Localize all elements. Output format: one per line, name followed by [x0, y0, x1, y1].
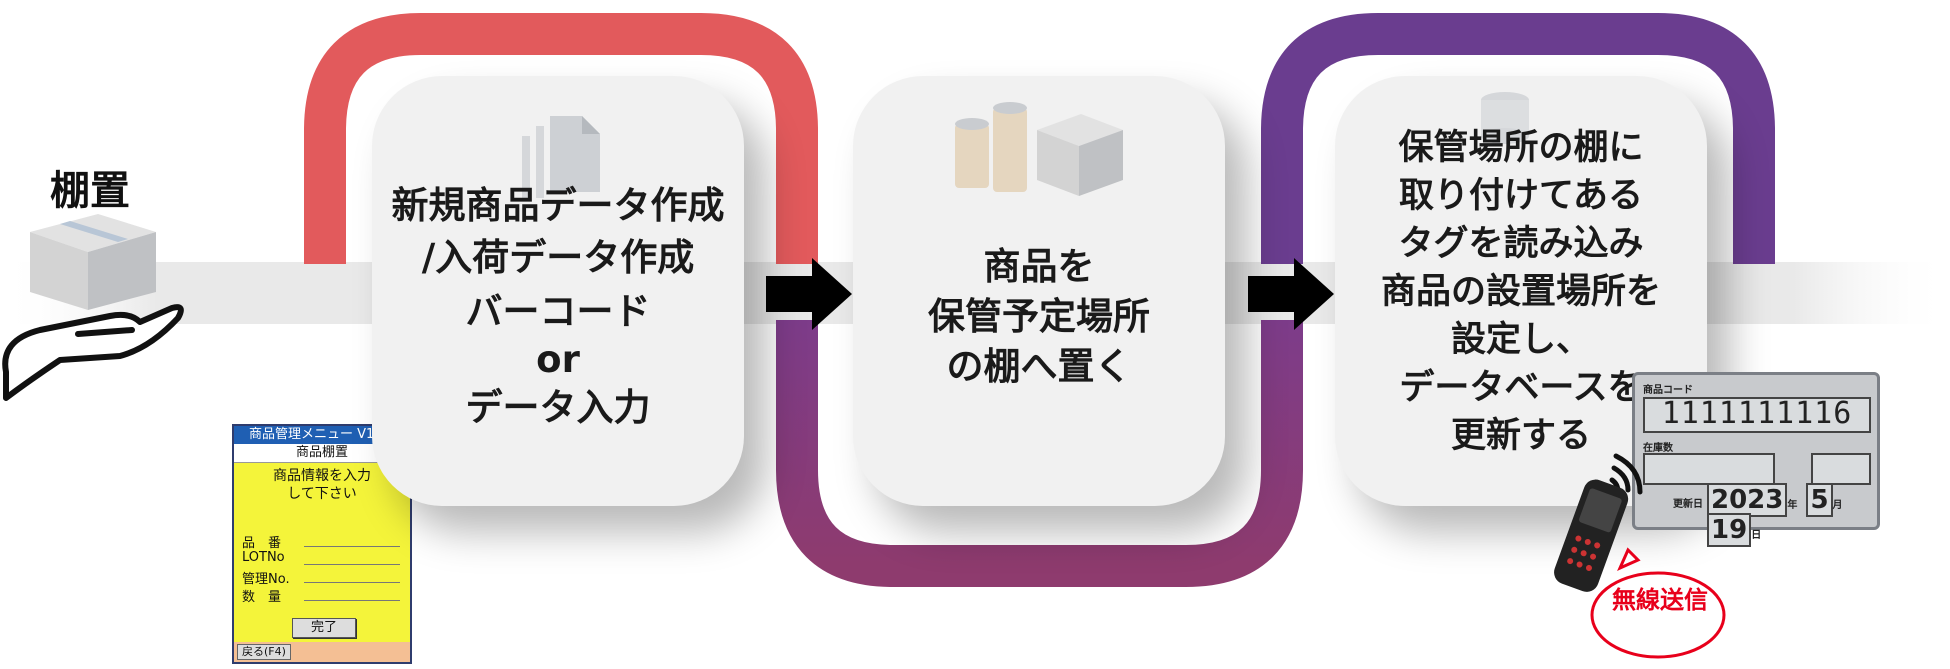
- step3-line: 取り付けてある: [1399, 176, 1643, 216]
- handheld-message-line: 商品情報を入力: [273, 468, 371, 484]
- tag-year: 2023: [1707, 483, 1788, 517]
- packages-icon: [955, 102, 1123, 196]
- step2-title: 商品を 保管予定場所 の棚へ置く: [853, 242, 1225, 392]
- bottom-loop: [776, 320, 1303, 587]
- handheld-screen: 商品管理メニュー V1.00 商品棚置 商品情報を入力 して下さい 品 番 LO…: [232, 424, 412, 664]
- tag-stock-label: 在庫数: [1643, 443, 1673, 454]
- step2-line: の棚へ置く: [946, 345, 1132, 388]
- step-card-tag: 保管場所の棚に 取り付けてある タグを読み込み 商品の設置場所を 設定し、 デー…: [1335, 76, 1707, 506]
- field-label-quantity: 数 量: [242, 590, 282, 605]
- step2-line: 商品を: [983, 245, 1095, 288]
- handheld-footer: 戻る(F4): [234, 642, 410, 662]
- tag-code-value: 1111111116: [1661, 396, 1853, 431]
- step3-title: 保管場所の棚に 取り付けてある タグを読み込み 商品の設置場所を 設定し、 デー…: [1335, 124, 1707, 460]
- tag-stock-box-2: [1811, 453, 1871, 485]
- field-input-quantity[interactable]: [304, 600, 400, 601]
- handheld-title: 商品管理メニュー V1.00: [234, 426, 410, 444]
- speech-bubble: [1590, 547, 1726, 659]
- step3-line: タグを読み込み: [1398, 224, 1644, 264]
- back-button[interactable]: 戻る(F4): [237, 644, 291, 660]
- handheld-subtitle: 商品棚置: [234, 444, 410, 463]
- wireless-send-label: 無線送信: [1612, 586, 1708, 614]
- field-label-control-no: 管理No.: [242, 572, 290, 587]
- top-loop-purple: [1261, 13, 1775, 264]
- step1-input-line: データ入力: [465, 386, 651, 429]
- field-input-lot-no[interactable]: [304, 564, 400, 565]
- step1-line: 新規商品データ作成: [391, 184, 725, 227]
- step-card-register: 新規商品データ作成 /入荷データ作成 バーコード or データ入力: [372, 76, 744, 506]
- handheld-scanner-icon: [1554, 479, 1629, 592]
- tag-year-unit: 年: [1787, 500, 1798, 511]
- step1-input-line: or: [536, 338, 580, 381]
- tag-code-box: [1643, 397, 1871, 433]
- handheld-message-line: して下さい: [287, 486, 357, 502]
- step3-line: 設定し、: [1450, 320, 1591, 360]
- step1-input-methods: バーコード or データ入力: [372, 288, 744, 432]
- documents-icon: [522, 116, 600, 200]
- step3-line: 保管場所の棚に: [1398, 128, 1644, 168]
- tag-code-label: 商品コード: [1643, 385, 1693, 396]
- step-card-place: 商品を 保管予定場所 の棚へ置く: [853, 76, 1225, 506]
- arrow-right-icon: [766, 258, 852, 330]
- arrow-right-icon: [1248, 258, 1334, 330]
- shelving-label: 棚置: [50, 168, 130, 214]
- field-label-item-number: 品 番: [242, 536, 282, 551]
- field-label-lot-no: LOTNo: [242, 550, 285, 565]
- step3-line: 商品の設置場所を: [1380, 272, 1661, 312]
- top-loop-red: [304, 13, 818, 264]
- field-input-control-no[interactable]: [304, 582, 400, 583]
- field-input-item-number[interactable]: [304, 546, 400, 547]
- tag-month: 5: [1806, 483, 1833, 517]
- tag-day: 19: [1707, 513, 1752, 547]
- step1-line: /入荷データ作成: [421, 236, 695, 279]
- step1-title: 新規商品データ作成 /入荷データ作成: [372, 180, 744, 284]
- done-button[interactable]: 完了: [292, 618, 356, 638]
- step3-line: 更新する: [1450, 416, 1591, 456]
- box-hand-icon: [2, 214, 184, 401]
- database-icon: [1481, 92, 1529, 144]
- step3-line: データベースを: [1399, 368, 1643, 408]
- tag-date-label: 更新日: [1673, 499, 1703, 510]
- scanner-group: [1554, 453, 1726, 659]
- tag-day-unit: 日: [1751, 530, 1762, 541]
- tag-month-unit: 月: [1832, 500, 1843, 511]
- step2-line: 保管予定場所: [928, 295, 1150, 338]
- handheld-message: 商品情報を入力 して下さい: [234, 467, 410, 503]
- step1-input-line: バーコード: [465, 290, 651, 333]
